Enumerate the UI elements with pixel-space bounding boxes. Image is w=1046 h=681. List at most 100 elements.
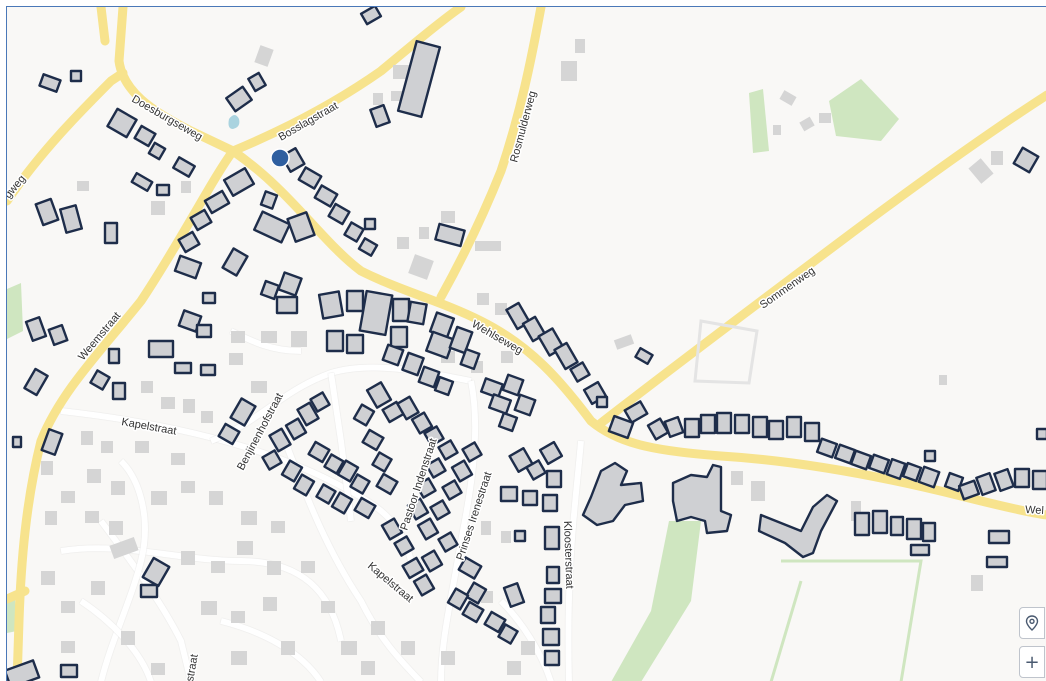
building xyxy=(499,485,519,503)
building xyxy=(607,414,635,440)
building xyxy=(415,477,437,499)
map-pin-icon xyxy=(1025,615,1039,631)
building xyxy=(671,463,733,535)
building xyxy=(352,403,376,427)
building xyxy=(121,631,135,645)
building xyxy=(429,499,451,521)
building xyxy=(412,573,436,597)
building xyxy=(525,459,547,481)
building xyxy=(317,290,345,320)
building xyxy=(501,373,525,397)
building xyxy=(715,411,733,435)
building xyxy=(151,663,165,675)
minor-road xyxy=(438,380,479,681)
location-marker-dot[interactable] xyxy=(270,148,290,168)
building xyxy=(151,491,167,505)
building xyxy=(296,401,320,427)
building xyxy=(939,375,947,385)
building xyxy=(363,217,377,231)
building xyxy=(521,489,539,507)
building xyxy=(201,291,217,305)
building xyxy=(61,601,75,613)
building xyxy=(917,465,941,489)
building xyxy=(391,91,405,101)
building xyxy=(81,431,93,445)
building xyxy=(885,457,907,481)
green-area xyxy=(829,79,899,141)
building xyxy=(406,497,430,521)
building xyxy=(410,411,434,435)
building xyxy=(401,641,415,655)
building xyxy=(61,491,75,503)
building xyxy=(315,483,337,505)
building xyxy=(521,641,535,655)
building xyxy=(133,124,157,148)
highlighted-buildings xyxy=(7,7,1046,681)
building xyxy=(507,661,521,675)
building xyxy=(361,661,375,675)
building xyxy=(199,363,217,377)
building xyxy=(106,107,138,139)
building xyxy=(101,441,113,453)
building xyxy=(111,381,127,401)
building xyxy=(24,316,48,342)
zoom-in-button[interactable]: + xyxy=(1019,646,1045,678)
building xyxy=(459,347,481,371)
building xyxy=(541,493,559,513)
building xyxy=(45,511,57,525)
green-area xyxy=(749,89,769,153)
building xyxy=(91,581,105,595)
building xyxy=(271,521,285,533)
building xyxy=(757,493,839,559)
building xyxy=(461,441,483,463)
building xyxy=(487,393,513,415)
building xyxy=(545,469,563,489)
building xyxy=(261,331,277,343)
label-kapelstraat: Kapelstraat xyxy=(120,416,177,437)
building xyxy=(69,69,83,83)
building xyxy=(683,417,701,439)
building xyxy=(40,428,64,456)
building xyxy=(241,511,257,525)
building xyxy=(502,582,526,608)
building xyxy=(173,361,193,375)
building xyxy=(77,181,89,191)
locate-button[interactable] xyxy=(1019,607,1045,639)
location-marker[interactable] xyxy=(270,148,290,168)
building xyxy=(448,325,474,355)
green-areas xyxy=(7,79,899,681)
building xyxy=(323,453,345,475)
building xyxy=(391,297,411,323)
building xyxy=(181,481,195,493)
building xyxy=(501,531,511,543)
building xyxy=(211,561,225,573)
building xyxy=(987,529,1011,545)
building xyxy=(231,611,245,623)
building xyxy=(477,293,489,305)
building xyxy=(437,531,459,553)
building xyxy=(595,395,609,409)
building xyxy=(375,472,399,496)
building xyxy=(733,413,751,435)
building xyxy=(359,7,383,26)
building xyxy=(341,641,357,655)
building xyxy=(263,597,277,611)
building xyxy=(358,289,394,337)
building xyxy=(111,481,125,495)
building xyxy=(11,435,23,449)
building xyxy=(853,511,871,537)
building xyxy=(23,367,49,397)
building xyxy=(203,189,231,215)
building xyxy=(851,501,861,521)
map-view[interactable]: Doesburgseweg Bosslagstraat Rosmulderweg… xyxy=(6,6,1046,681)
road-wehlseweg xyxy=(228,146,1046,520)
building xyxy=(464,581,488,605)
building xyxy=(434,222,466,248)
building xyxy=(41,461,53,475)
map-canvas[interactable]: Doesburgseweg Bosslagstraat Rosmulderweg… xyxy=(7,7,1046,681)
building xyxy=(353,496,377,520)
road-north-loop xyxy=(114,7,238,156)
building xyxy=(419,227,429,239)
building xyxy=(985,555,1009,569)
building xyxy=(481,521,491,535)
